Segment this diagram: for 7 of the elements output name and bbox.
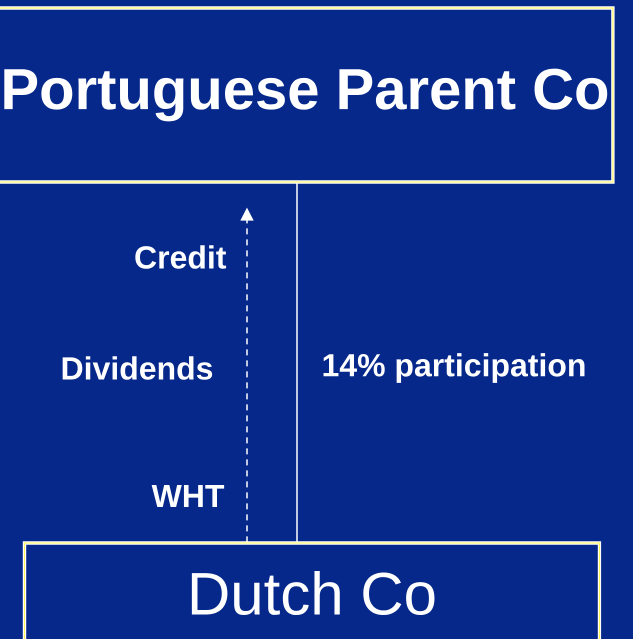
company-box: Dutch Co xyxy=(22,541,602,639)
company-box: Portuguese Parent Co xyxy=(0,6,615,184)
edge-label: 14% participation xyxy=(324,353,584,383)
edge-label: Dividends xyxy=(62,356,212,380)
connector-line xyxy=(296,182,298,542)
flow-label: WHT xyxy=(152,485,224,507)
flow-label: Credit xyxy=(135,245,226,269)
